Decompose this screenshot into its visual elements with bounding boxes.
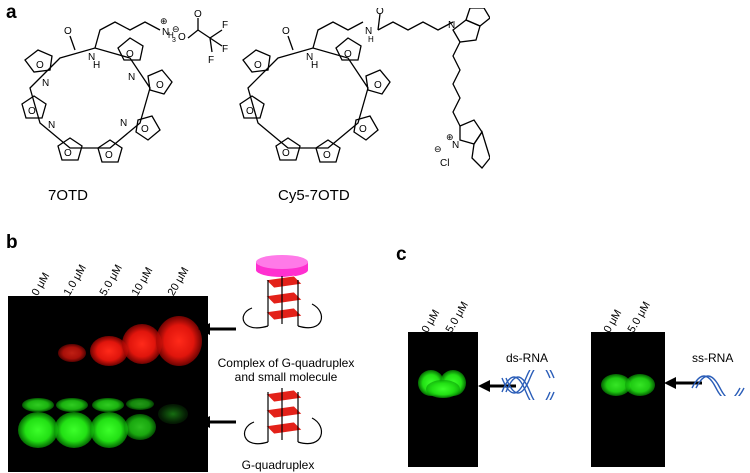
svg-text:N: N [120, 118, 127, 129]
g4-upper-band-lane-2 [56, 398, 88, 412]
arrow-upper-icon [198, 323, 236, 335]
svg-text:⊖: ⊖ [172, 24, 180, 34]
svg-text:O: O [178, 32, 186, 43]
cy5-7otd-structure: O N H N H O N O O O O O O O N ⊕ ⊖ Cl [239, 8, 490, 169]
ds-rna-label: ds-RNA [506, 351, 549, 365]
svg-text:N: N [306, 52, 313, 63]
svg-text:O: O [141, 124, 149, 135]
gel-image-ds-rna [408, 332, 478, 467]
g4-upper-band-lane-5 [158, 404, 188, 424]
c2-lane-label-1: 0 μM [601, 307, 625, 335]
svg-text:⊖: ⊖ [434, 144, 442, 154]
svg-text:⊕: ⊕ [446, 132, 454, 142]
svg-text:N: N [452, 140, 459, 151]
svg-text:O: O [376, 8, 384, 17]
svg-text:H: H [93, 60, 100, 71]
svg-text:⊕: ⊕ [160, 16, 168, 26]
lane-label-3: 5.0 μM [97, 262, 125, 298]
complex-band-lane-2 [58, 344, 86, 362]
7otd-structure: O N H N H 3 ⊕ O O O O O O O N N N N O ⊖ … [21, 9, 228, 163]
lane-label-1: 0 μM [29, 270, 53, 298]
cy5-7otd-name: Cy5-7OTD [278, 187, 350, 204]
g4-upper-band-lane-4 [126, 398, 154, 410]
svg-text:3: 3 [172, 37, 176, 44]
svg-text:O: O [282, 26, 290, 37]
svg-text:N: N [448, 20, 455, 31]
gel-image-ss-rna [591, 332, 665, 467]
svg-text:O: O [64, 148, 72, 159]
svg-text:N: N [365, 26, 372, 37]
svg-text:F: F [222, 44, 228, 55]
complex-band-lane-3 [90, 336, 128, 366]
svg-text:H: H [311, 60, 318, 71]
svg-text:N: N [42, 78, 49, 89]
svg-text:O: O [156, 80, 164, 91]
svg-text:Cl: Cl [440, 158, 449, 169]
arrow-ds-rna-icon [478, 380, 516, 392]
svg-text:O: O [344, 49, 352, 60]
svg-text:O: O [359, 124, 367, 135]
svg-text:N: N [162, 27, 169, 38]
complex-label: Complex of G-quadruplex and small molecu… [216, 356, 356, 384]
lane-label-5: 20 μM [165, 265, 192, 298]
g4-band-lane-4 [124, 414, 156, 440]
svg-text:F: F [208, 55, 214, 66]
7otd-name: 7OTD [48, 187, 89, 204]
lane-label-4: 10 μM [129, 265, 156, 298]
svg-text:H: H [168, 31, 174, 40]
complex-label-line-2: and small molecule [234, 370, 338, 384]
g-quadruplex-label: G-quadruplex [241, 458, 315, 472]
gel-image-b [8, 296, 208, 472]
ss-rna-band-2 [625, 374, 655, 396]
ss-rna-helix-icon [691, 375, 745, 396]
arrow-lower-icon [198, 416, 236, 428]
svg-text:O: O [126, 49, 134, 60]
ds-rna-helix-icon [501, 370, 555, 400]
c1-lane-label-2: 5.0 μM [443, 299, 471, 335]
arrow-ss-rna-icon [664, 377, 702, 389]
svg-text:N: N [128, 72, 135, 83]
complex-band-lane-4 [122, 324, 162, 364]
panel-c-label: c [396, 244, 407, 265]
svg-text:O: O [194, 9, 202, 20]
panel-a-label: a [6, 2, 17, 23]
svg-text:F: F [222, 20, 228, 31]
g4-band-lane-2 [54, 412, 94, 448]
ss-rna-label: ss-RNA [692, 351, 734, 365]
c1-lane-label-1: 0 μM [419, 307, 443, 335]
complex-label-line-1: Complex of G-quadruplex [217, 356, 355, 370]
g4-upper-band-lane-1 [22, 398, 54, 412]
svg-text:O: O [36, 60, 44, 71]
g4-upper-band-lane-3 [92, 398, 124, 412]
panel-b-label: b [6, 232, 18, 253]
ss-rna-band-1 [601, 374, 631, 396]
complex-diagram [242, 255, 322, 329]
svg-text:O: O [246, 106, 254, 117]
svg-text:O: O [282, 148, 290, 159]
svg-text:O: O [374, 80, 382, 91]
g4-band-lane-1 [18, 412, 58, 448]
g-quadruplex-diagram [244, 388, 322, 445]
svg-text:O: O [64, 26, 72, 37]
svg-text:O: O [105, 150, 113, 161]
g4-band-lane-3 [90, 412, 128, 448]
svg-text:O: O [254, 60, 262, 71]
svg-text:N: N [88, 52, 95, 63]
lane-label-2: 1.0 μM [61, 262, 89, 298]
ds-rna-band-merge [426, 380, 460, 398]
c2-lane-label-2: 5.0 μM [625, 299, 653, 335]
complex-band-lane-5 [156, 316, 202, 366]
svg-text:O: O [323, 150, 331, 161]
svg-text:O: O [28, 106, 36, 117]
svg-text:H: H [368, 35, 374, 44]
svg-text:N: N [48, 120, 55, 131]
